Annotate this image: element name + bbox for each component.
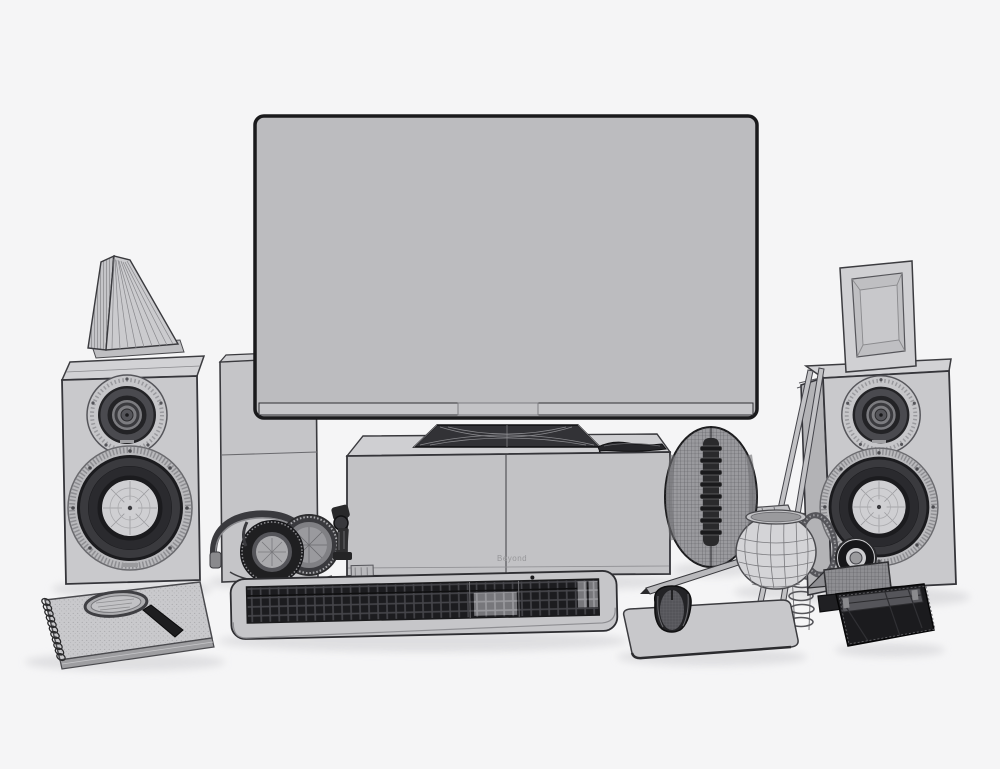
monitor-mount (457, 402, 539, 416)
mouse[interactable] (653, 585, 692, 633)
fanned-book (87, 254, 185, 359)
left-woofer (68, 446, 192, 570)
mug (735, 509, 839, 590)
headphones (209, 510, 340, 584)
console-logo-text: Beyond (497, 554, 527, 563)
magnifying-glass (83, 590, 184, 638)
keyboard-nav-cluster[interactable] (473, 591, 518, 616)
monitor (253, 114, 759, 420)
notebook-spiral (41, 597, 66, 662)
left-speaker (60, 355, 206, 585)
camera-clamp (331, 504, 352, 560)
open-box (839, 260, 917, 373)
keyboard[interactable] (229, 560, 619, 640)
mousepad (622, 599, 799, 660)
media-console: Beyond (345, 433, 672, 577)
headphone-front-cup (240, 520, 304, 584)
football (664, 426, 758, 568)
wallet (835, 583, 936, 647)
monitor-screen (253, 114, 759, 420)
keyboard-keys[interactable] (245, 578, 601, 624)
sunglasses (597, 441, 667, 454)
monitor-stand (412, 424, 602, 448)
magnifier-handle (142, 604, 184, 638)
football-laces (699, 445, 723, 536)
